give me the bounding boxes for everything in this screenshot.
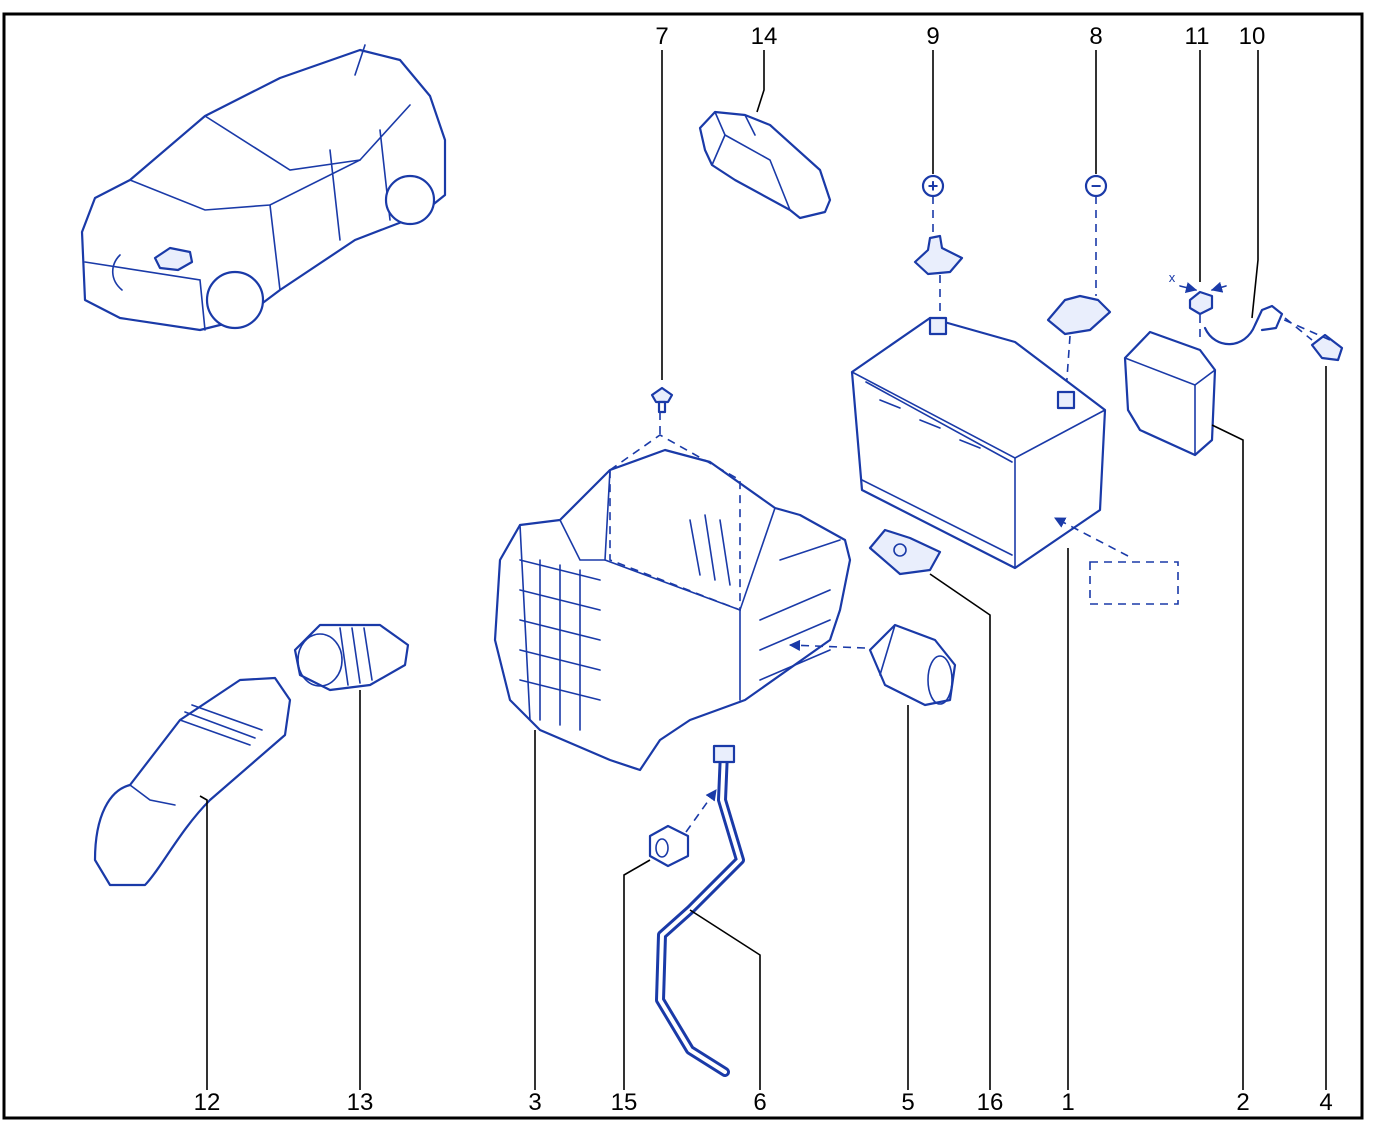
callout-9: 9 <box>926 23 939 50</box>
callout-15: 15 <box>611 1089 638 1116</box>
callout-2: 2 <box>1236 1089 1249 1116</box>
callout-10: 10 <box>1239 23 1266 50</box>
part-9-positive-terminal <box>913 174 964 325</box>
callout-7: 7 <box>655 23 668 50</box>
part-13-air-inlet-sleeve <box>293 623 410 692</box>
callout-3: 3 <box>528 1089 541 1116</box>
callout-4: 4 <box>1319 1089 1332 1116</box>
callout-11: 11 <box>1185 23 1210 50</box>
callout-1: 1 <box>1061 1089 1074 1116</box>
part-6-vent-tube <box>655 744 745 1077</box>
diagram-frame <box>2 12 1364 1120</box>
positive-symbol: + <box>928 176 939 196</box>
callout-14: 14 <box>751 23 778 50</box>
callout-6: 6 <box>753 1089 766 1116</box>
negative-symbol: − <box>1091 176 1102 196</box>
callout-16: 16 <box>977 1089 1004 1116</box>
part-12-air-intake-hose <box>93 676 292 887</box>
part-4-bracket <box>1284 317 1344 362</box>
part-5-air-duct <box>868 623 957 707</box>
callout-8: 8 <box>1089 23 1102 50</box>
part-15-grommet <box>648 789 717 868</box>
vehicle-locator-illustration <box>80 44 447 332</box>
callout-12: 12 <box>194 1089 221 1116</box>
part-11-nut <box>1179 281 1227 340</box>
part-10-ground-cable <box>1203 304 1284 346</box>
callout-5: 5 <box>901 1089 914 1116</box>
part-14-terminal-cover <box>698 110 832 220</box>
part-16-clamp <box>868 528 942 576</box>
part-3-battery-tray <box>493 412 852 772</box>
part-7-bolt <box>650 386 674 414</box>
assembly-guides <box>788 317 1331 651</box>
callout-13: 13 <box>347 1089 374 1116</box>
dimension-x-label: x <box>1169 270 1176 285</box>
part-1-battery <box>850 316 1107 570</box>
part-8-negative-terminal <box>1046 174 1112 393</box>
part-2-control-module <box>1123 330 1217 457</box>
leader-lines <box>199 50 1327 1090</box>
